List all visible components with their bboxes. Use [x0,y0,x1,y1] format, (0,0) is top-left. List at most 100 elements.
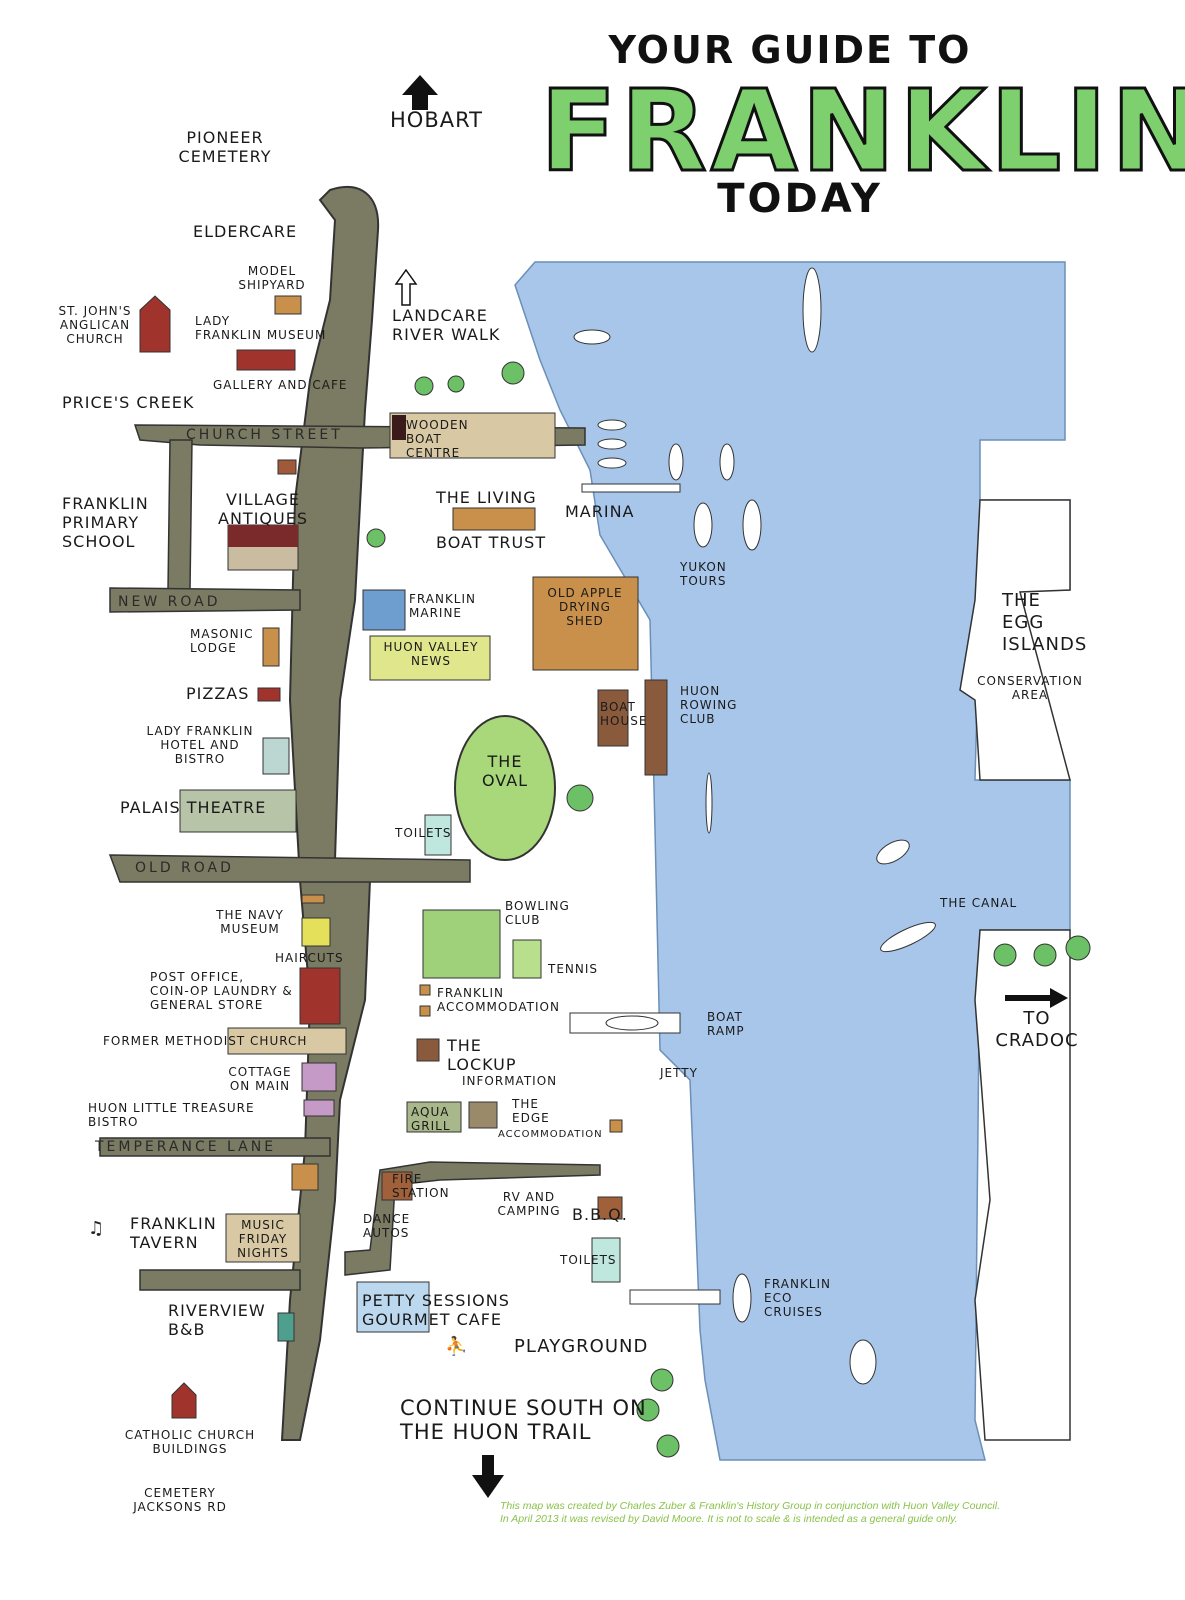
rowing-club-label: HUON ROWING CLUB [680,684,738,726]
petty-sessions-bldg [356,1281,430,1333]
franklin-marine-label: FRANKLIN MARINE [409,592,477,620]
rowing-shell [705,772,713,834]
living-boat-trust-label-a: THE LIVING [436,488,537,507]
gallery-cafe-label: GALLERY AND CAFE [213,378,348,392]
toilets-1-label: TOILETS [395,826,452,840]
haircuts-label: HAIRCUTS [275,951,344,965]
music-friday-label: MUSIC FRIDAY NIGHTS [237,1218,289,1260]
toilets-2-bldg [591,1237,621,1283]
rv-camping-label: RV AND CAMPING [497,1190,561,1218]
tavern-bldg [225,1213,301,1263]
yukon-tours-label: YUKON TOURS [680,560,727,588]
boathouse-bldg [597,689,629,747]
eldercare-label: ELDERCARE [193,222,298,241]
jetty-label: JETTY [660,1066,698,1080]
kayak [880,921,936,953]
canal-bank [974,929,1071,1441]
landcare-label: LANDCARE RIVER WALK [392,306,501,344]
tree [656,1434,680,1458]
antiques-small [277,459,297,475]
boat [668,443,684,481]
information-label: INFORMATION [462,1074,558,1088]
boat [719,443,735,481]
tree [1033,943,1057,967]
museum-bldg [236,349,296,371]
new-road-road [109,587,301,613]
the-canal-label: THE CANAL [940,896,1018,910]
cottage-on-main-label: COTTAGE ON MAIN [228,1065,292,1093]
navy-museum-bldg [301,917,331,947]
tree [636,1398,660,1422]
st-johns-church [139,295,171,353]
boat [849,1339,877,1385]
bbq-label: B.B.Q. [572,1205,628,1224]
st-johns-label: ST. JOHN'S ANGLICAN CHURCH [58,304,132,346]
conservation-area-label: CONSERVATION AREA [977,674,1083,702]
boat [573,329,611,345]
post-office-label: POST OFFICE, COIN-OP LAUNDRY & GENERAL S… [150,970,293,1012]
accommodation-1 [419,984,431,996]
huon-valley-news-label: HUON VALLEY NEWS [383,640,479,668]
dance-autos-label: DANCE AUTOS [363,1212,411,1240]
new-road-label: NEW ROAD [118,594,221,610]
to-cradoc-label: TO CRADOC [995,1008,1079,1051]
village-antiques-label: VILLAGE ANTIQUES [218,490,308,528]
boat [732,1273,752,1323]
church-street-label: CHURCH STREET [186,427,343,443]
fire-station-bldg [381,1171,413,1201]
temperance-lane-label: TEMPERANCE LANE [95,1139,277,1155]
the-oval [454,715,556,861]
wooden-boat-centre-bldg [389,412,556,459]
map-credit: This map was created by Charles Zuber & … [500,1500,1100,1526]
continue-south-label: CONTINUE SOUTH ON THE HUON TRAIL [400,1396,647,1444]
lady-franklin-museum-label: LADY FRANKLIN MUSEUM [195,314,327,342]
catholic-church-label: CATHOLIC CHURCH BUILDINGS [124,1428,256,1456]
huon-river [514,261,1071,1461]
school-road [167,439,193,591]
tree [566,784,594,812]
the-edge-label: THE EDGE [512,1097,550,1125]
boat-ramp-label: BOAT RAMP [707,1010,745,1038]
living-boat-trust-label-b: BOAT TRUST [436,533,547,552]
tennis-bldg [512,939,542,979]
the-oval-label: THE OVAL [481,752,529,790]
prices-creek-label: PRICE'S CREEK [62,393,195,412]
south-road [139,1269,301,1291]
boat [597,438,627,450]
credit-line-2: In April 2013 it was revised by David Mo… [500,1513,958,1525]
hotel-bldg [262,737,290,775]
toilets-1-bldg [424,814,452,856]
franklin-marine-bldg [362,589,406,631]
tennis-label: TENNIS [548,962,599,976]
landcare-arrow [394,268,418,306]
boat-house-label: BOAT HOUSE [600,700,648,728]
title-main: FRANKLIN [539,67,1185,197]
toilets-2-label: TOILETS [560,1253,617,1267]
marina-label: MARINA [565,502,635,521]
east-loop-road [344,1161,601,1276]
eco-cruises-label: FRANKLIN ECO CRUISES [764,1277,832,1319]
edge-bldg [468,1101,498,1129]
fire-station-label: FIRE STATION [392,1172,450,1200]
huon-news-bldg [369,635,491,681]
aqua-grill-bldg [406,1101,462,1133]
tree [501,361,525,385]
cottage-bldg [301,1062,337,1092]
living-boat-trust-bldg [452,507,536,531]
lockup-bldg [416,1038,440,1062]
boat [693,502,713,548]
tree [366,528,386,548]
hobart-arrow [402,75,438,110]
treasure-bldg [303,1099,335,1117]
edge-accommodation-label: ACCOMMODATION [498,1129,603,1140]
navy-small [301,894,325,904]
methodist-bldg [227,1027,347,1055]
riverview-bldg [277,1312,295,1342]
tree [1065,935,1091,961]
apple-shed-bldg [532,576,639,671]
bbq-bldg [597,1196,623,1220]
aqua-grill-label: AQUA GRILL [411,1105,451,1133]
cemetery-jacksons-label: CEMETERY JACKSONS RD [133,1486,227,1514]
franklin-accommodation-label: FRANKLIN ACCOMMODATION [437,986,560,1014]
bowling-club-label: BOWLING CLUB [505,899,570,927]
